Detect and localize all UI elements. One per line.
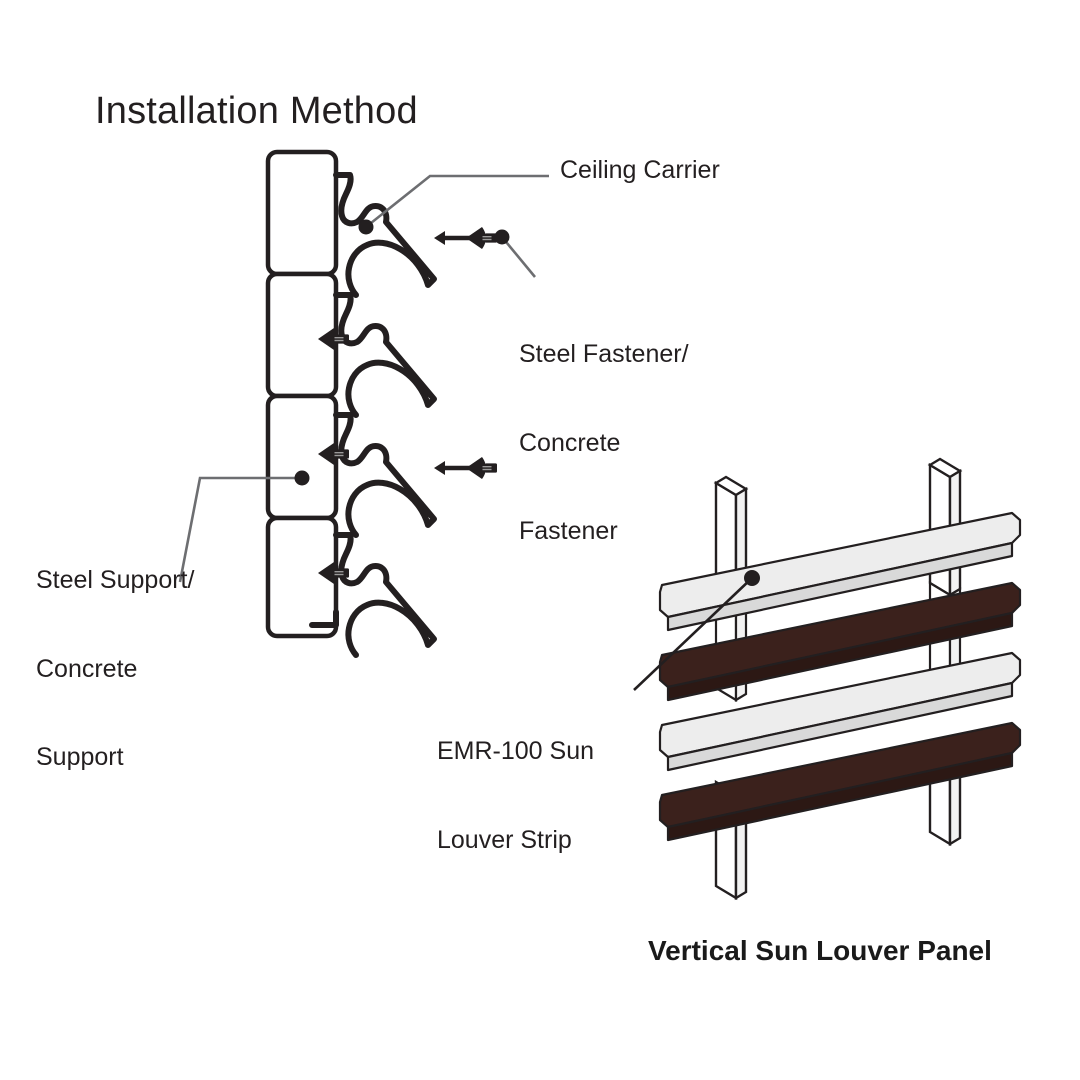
vertical-sun-louver-panel-diagram	[633, 457, 1022, 901]
ceiling-carrier-hook-3	[336, 415, 434, 535]
label-fastener-line-3: Fastener	[519, 517, 618, 545]
ceiling-carrier-rail	[309, 175, 434, 655]
label-ceiling-carrier: Ceiling Carrier	[560, 156, 720, 184]
label-support-line-3: Support	[36, 743, 124, 771]
page-title: Installation Method	[95, 90, 418, 132]
leader-dot-steel-support	[294, 470, 310, 486]
steel-concrete-support-column	[265, 149, 339, 639]
leader-ceiling-carrier	[358, 174, 549, 235]
detached-fastener-bottom	[466, 457, 497, 479]
label-fastener-line-2: Concrete	[519, 428, 621, 457]
label-steel-concrete-fastener: Steel Fastener/ Concrete Fastener	[519, 281, 689, 606]
label-steel-concrete-support: Steel Support/ Concrete Support	[36, 507, 194, 832]
label-support-line-2: Concrete	[36, 654, 138, 683]
label-fastener-line-1: Steel Fastener/	[519, 340, 689, 368]
leader-steel-support	[178, 470, 310, 583]
louver-blade-4	[658, 721, 1022, 842]
leader-dot-emr-strip	[744, 570, 760, 586]
ceiling-carrier-hook-1	[336, 175, 434, 295]
louver-blade-3-edge	[666, 681, 1014, 772]
label-emr-100-sun-louver-strip: EMR-100 Sun Louver Strip	[437, 678, 594, 914]
louver-blade-4-edge	[666, 751, 1014, 842]
label-support-line-1: Steel Support/	[36, 566, 195, 594]
carrier-rail-tail	[309, 609, 339, 628]
label-emr-line-1: EMR-100 Sun	[437, 737, 595, 765]
caption-vertical-sun-louver-panel: Vertical Sun Louver Panel	[648, 935, 992, 966]
detached-fastener-group-bottom	[434, 457, 497, 479]
ceiling-carrier-hook-4	[336, 535, 434, 655]
installation-method-diagram	[178, 149, 549, 655]
leader-dot-ceiling-carrier	[358, 219, 374, 235]
ceiling-carrier-hook-2	[336, 295, 434, 415]
leader-emr-strip	[633, 570, 760, 691]
leader-steel-fastener	[494, 229, 537, 278]
louver-blade-2	[658, 581, 1022, 702]
louver-post-right-leg-side	[948, 767, 962, 847]
louver-blade-1	[658, 511, 1022, 632]
louver-blade-2-edge	[666, 611, 1014, 702]
louver-blade-3	[658, 651, 1022, 772]
label-emr-line-2: Louver Strip	[437, 825, 572, 854]
louver-blade-1-edge	[666, 541, 1014, 632]
detached-fastener-group-top	[434, 227, 497, 249]
detached-fastener-top	[466, 227, 497, 249]
support-segment-1	[265, 149, 339, 277]
leader-dot-steel-fastener	[494, 229, 510, 245]
